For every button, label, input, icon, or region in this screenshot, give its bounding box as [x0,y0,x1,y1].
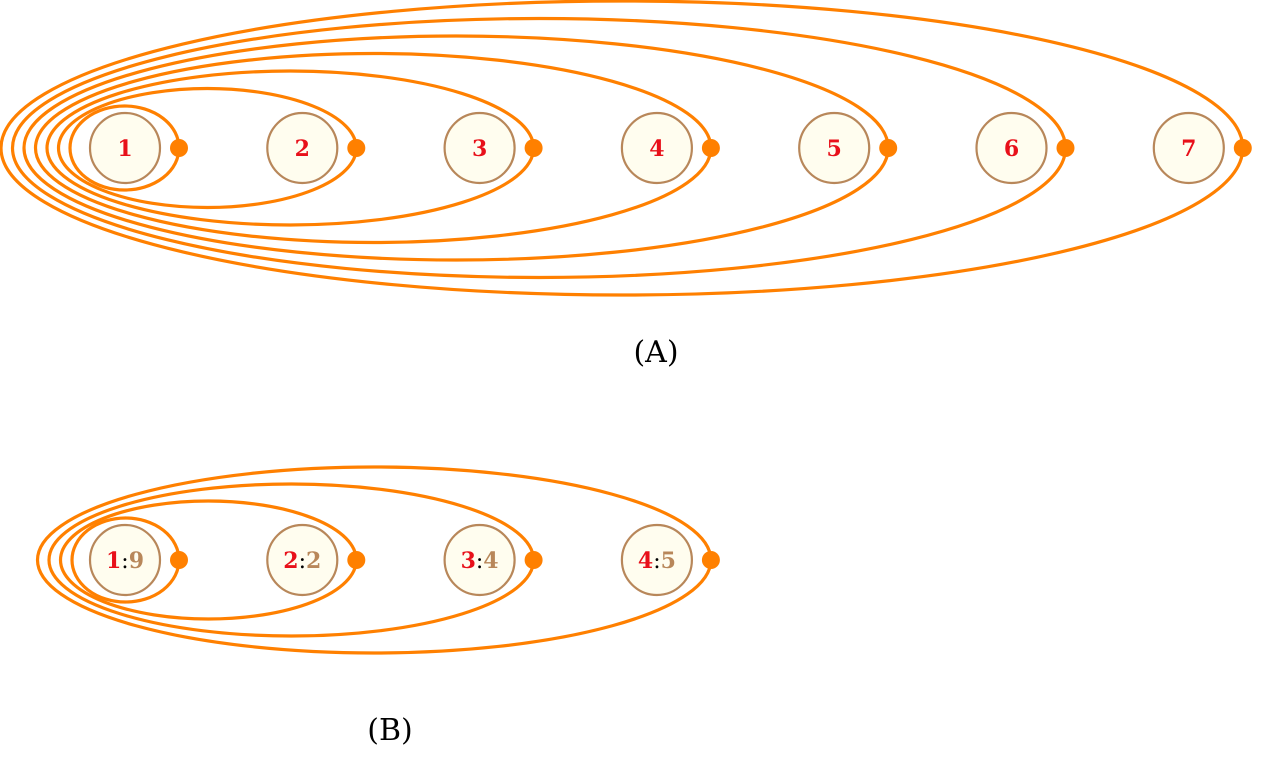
loop-endpoint-dot-2 [347,551,366,569]
node-label: 4 [649,136,664,162]
node-label: 6 [1004,136,1019,162]
node-circle [975,111,1048,185]
loop-endpoint-dot-4 [701,139,720,157]
node-separator: : [476,549,483,574]
node-value: 4 [483,548,498,574]
node-text: 1 [117,136,132,162]
node-circle [266,523,339,597]
node-label: 3 [461,548,476,574]
node-text: 6 [1004,136,1019,162]
node-separator: : [653,549,660,574]
node-1: 1:9 [88,523,162,597]
node-4: 4:5 [620,523,694,597]
node-label: 1 [106,548,121,574]
node-circle [798,111,871,185]
node-label: 4 [638,548,653,574]
node-text: 3:4 [461,548,499,574]
panel-a-nodes: 1 2 3 4 5 6 7 [88,111,1225,185]
node-3: 3:4 [443,523,516,597]
panel-a-loops [0,0,1252,297]
node-label: 5 [827,136,842,162]
node-1: 1 [88,111,162,185]
loop-endpoint-dot-1 [170,551,188,569]
node-circle [88,111,162,185]
node-text: 5 [827,136,842,162]
node-separator: : [121,549,128,574]
node-7: 7 [1152,111,1225,185]
node-value: 2 [306,548,321,574]
loop-endpoint-dot-6 [1056,139,1075,157]
panel-b-caption: (B) [367,713,412,748]
node-text: 1:9 [106,548,144,574]
node-2: 2:2 [266,523,339,597]
node-4: 4 [620,111,694,185]
node-text: 2:2 [283,548,321,574]
node-value: 9 [129,548,144,574]
node-text: 3 [472,136,487,162]
node-label: 2 [283,548,298,574]
loop-endpoint-dot-3 [524,551,543,569]
node-text: 2 [295,136,310,162]
node-label: 3 [472,136,487,162]
node-text: 7 [1181,136,1196,162]
node-5: 5 [798,111,871,185]
node-text: 4 [649,136,664,162]
panel-b-loops [35,465,720,655]
node-label: 7 [1181,136,1196,162]
node-separator: : [299,549,306,574]
panel-a: 1 2 3 4 5 6 7 (A) [0,0,1252,370]
panel-a-caption: (A) [633,335,678,370]
loop-endpoint-dot-2 [347,139,366,157]
loop-endpoint-dot-3 [524,139,543,157]
node-circle [1152,111,1225,185]
node-label: 2 [295,136,310,162]
node-circle [443,523,516,597]
node-circle [443,111,516,185]
node-circle [88,523,162,597]
node-3: 3 [443,111,516,185]
node-circle [620,523,694,597]
loop-endpoint-dot-1 [170,139,188,157]
node-circle [620,111,694,185]
node-circle [266,111,339,185]
loop-endpoint-dot-4 [701,551,720,569]
node-value: 5 [661,548,676,574]
loop-endpoint-dot-5 [879,139,898,157]
node-label: 1 [117,136,132,162]
node-6: 6 [975,111,1048,185]
node-text: 4:5 [638,548,676,574]
loop-endpoint-dot-7 [1233,139,1252,157]
node-2: 2 [266,111,339,185]
